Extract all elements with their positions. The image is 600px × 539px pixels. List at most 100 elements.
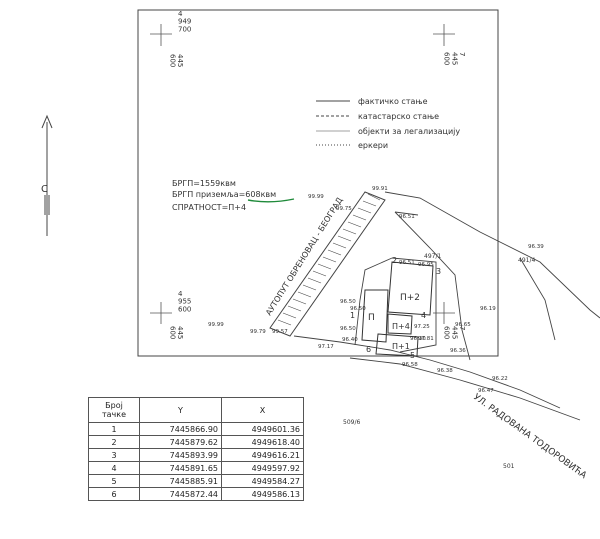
cell-y: 7445885.91 <box>139 474 222 488</box>
cell-y: 7445891.65 <box>139 461 222 475</box>
street-label: УЛ. РАДОВАНА ТОДОРОВИЋА <box>471 392 589 481</box>
grid-label-top-right-v: 7445600 <box>443 52 466 65</box>
table-row: 6 7445872.44 4949586.13 <box>88 487 304 501</box>
legend-label-erkeri: еркери <box>358 141 388 150</box>
building-p2 <box>387 261 434 316</box>
elevation-labels: 99.91 99.99 99.75 96.51 96.51 96.50 96.3… <box>208 186 544 394</box>
elev-23: 97.81 <box>418 336 434 342</box>
elev-9: 96.19 <box>480 306 496 312</box>
elev-17: 99.79 <box>250 329 266 335</box>
grid-label-top-left-v: 445600 <box>168 54 184 67</box>
parcel-boundaries <box>293 191 600 421</box>
building-p1 <box>375 333 419 357</box>
elev-25: 96.95 <box>418 262 434 268</box>
point-5: 5 <box>410 351 415 360</box>
parcel-label-491-4: 491/4 <box>518 257 535 264</box>
table-header-row: Број тачке Y X <box>88 397 304 423</box>
point-3: 3 <box>436 267 441 276</box>
building-p <box>361 289 389 343</box>
parcel-label-509-6: 509/6 <box>343 419 360 426</box>
cell-y: 7445872.44 <box>139 487 222 501</box>
legend <box>316 100 350 146</box>
elev-15: 96.58 <box>402 362 418 368</box>
table-row: 1 7445866.90 4949601.36 <box>88 422 304 436</box>
grid-cross-bottom-left <box>150 302 172 324</box>
legend-label-legalization: објекти за легализацију <box>358 127 460 136</box>
cell-x: 4949586.13 <box>221 487 304 501</box>
elev-3: 99.75 <box>336 206 352 212</box>
header-y: Y <box>139 397 222 423</box>
buildings <box>361 261 434 357</box>
elev-20: 96.50 <box>340 326 356 332</box>
table-row: 3 7445893.99 4949616.21 <box>88 448 304 462</box>
cell-num: 3 <box>88 448 140 462</box>
legend-label-cadastral: катастарско стање <box>358 112 439 121</box>
cell-x: 4949616.21 <box>221 448 304 462</box>
point-6: 6 <box>366 345 371 354</box>
elev-11: 96.36 <box>450 348 466 354</box>
cell-num: 4 <box>88 461 140 475</box>
north-arrow <box>41 114 53 236</box>
elev-12: 96.22 <box>492 376 508 382</box>
grid-cross-bottom-right <box>433 302 455 324</box>
grid-crosses <box>150 24 455 324</box>
cell-x: 4949601.36 <box>221 422 304 436</box>
table-row: 5 7445885.91 4949584.27 <box>88 474 304 488</box>
highway-label: АУТОПУТ ОБРЕНОВАЦ - БЕОГРАД <box>264 196 344 317</box>
point-1: 1 <box>350 311 355 320</box>
highway-strip <box>269 191 386 337</box>
grid-cross-top-left <box>150 24 172 46</box>
block-label-p1: П+1 <box>392 342 410 351</box>
cell-y: 7445879.62 <box>139 435 222 449</box>
header-point-number: Број тачке <box>88 397 140 423</box>
cell-x: 4949597.92 <box>221 461 304 475</box>
north-label: С <box>41 184 48 195</box>
ground-area-underline <box>247 198 295 203</box>
block-label-p2: П+2 <box>400 293 420 303</box>
elev-22: 97.25 <box>414 324 430 330</box>
elev-18: 99.57 <box>272 329 288 335</box>
point-4: 4 <box>421 311 426 320</box>
block-label-p4: П+4 <box>392 322 410 331</box>
elev-7: 96.30 <box>410 336 426 342</box>
elev-24: 96.50 <box>350 306 366 312</box>
elev-5: 96.51 <box>399 260 415 266</box>
cell-x: 4949618.40 <box>221 435 304 449</box>
cell-y: 7445866.90 <box>139 422 222 436</box>
parcel-label-497-1: 497/1 <box>424 253 441 260</box>
cell-num: 6 <box>88 487 140 501</box>
block-label-p: П <box>368 313 375 323</box>
table-row: 4 7445891.65 4949597.92 <box>88 461 304 475</box>
highway-hatch <box>277 193 381 326</box>
elev-13: 96.47 <box>478 388 494 394</box>
elev-16: 97.17 <box>318 344 334 350</box>
elev-21: 96.40 <box>342 337 358 343</box>
elev-6: 96.50 <box>340 299 356 305</box>
cell-num: 5 <box>88 474 140 488</box>
table-row: 2 7445879.62 4949618.40 <box>88 435 304 449</box>
elev-10: 96.65 <box>455 322 471 328</box>
header-x: X <box>221 397 304 423</box>
elev-2: 99.99 <box>308 194 324 200</box>
elev-1: 99.91 <box>372 186 388 192</box>
elev-8: 96.39 <box>528 244 544 250</box>
grid-cross-top-right <box>433 24 455 46</box>
cell-y: 7445893.99 <box>139 448 222 462</box>
elev-19: 99.99 <box>208 322 224 328</box>
plan-frame <box>137 9 499 357</box>
cell-num: 2 <box>88 435 140 449</box>
elev-14: 96.38 <box>437 368 453 374</box>
grid-label-bottom-left-v: 445600 <box>168 326 184 339</box>
coordinates-table: Број тачке Y X 1 7445866.90 4949601.36 2… <box>88 397 304 501</box>
stat-gross-area: БРГП=1559квм <box>172 179 236 188</box>
parcel-label-501: 501 <box>503 463 515 470</box>
elev-4: 96.51 <box>399 214 415 220</box>
building-p4 <box>387 313 413 335</box>
stat-ground-area: БРГП приземља=608квм <box>172 190 276 199</box>
point-2: 2 <box>392 256 397 265</box>
cell-x: 4949584.27 <box>221 474 304 488</box>
stat-floors: СПРАТНОСТ=П+4 <box>172 203 246 212</box>
